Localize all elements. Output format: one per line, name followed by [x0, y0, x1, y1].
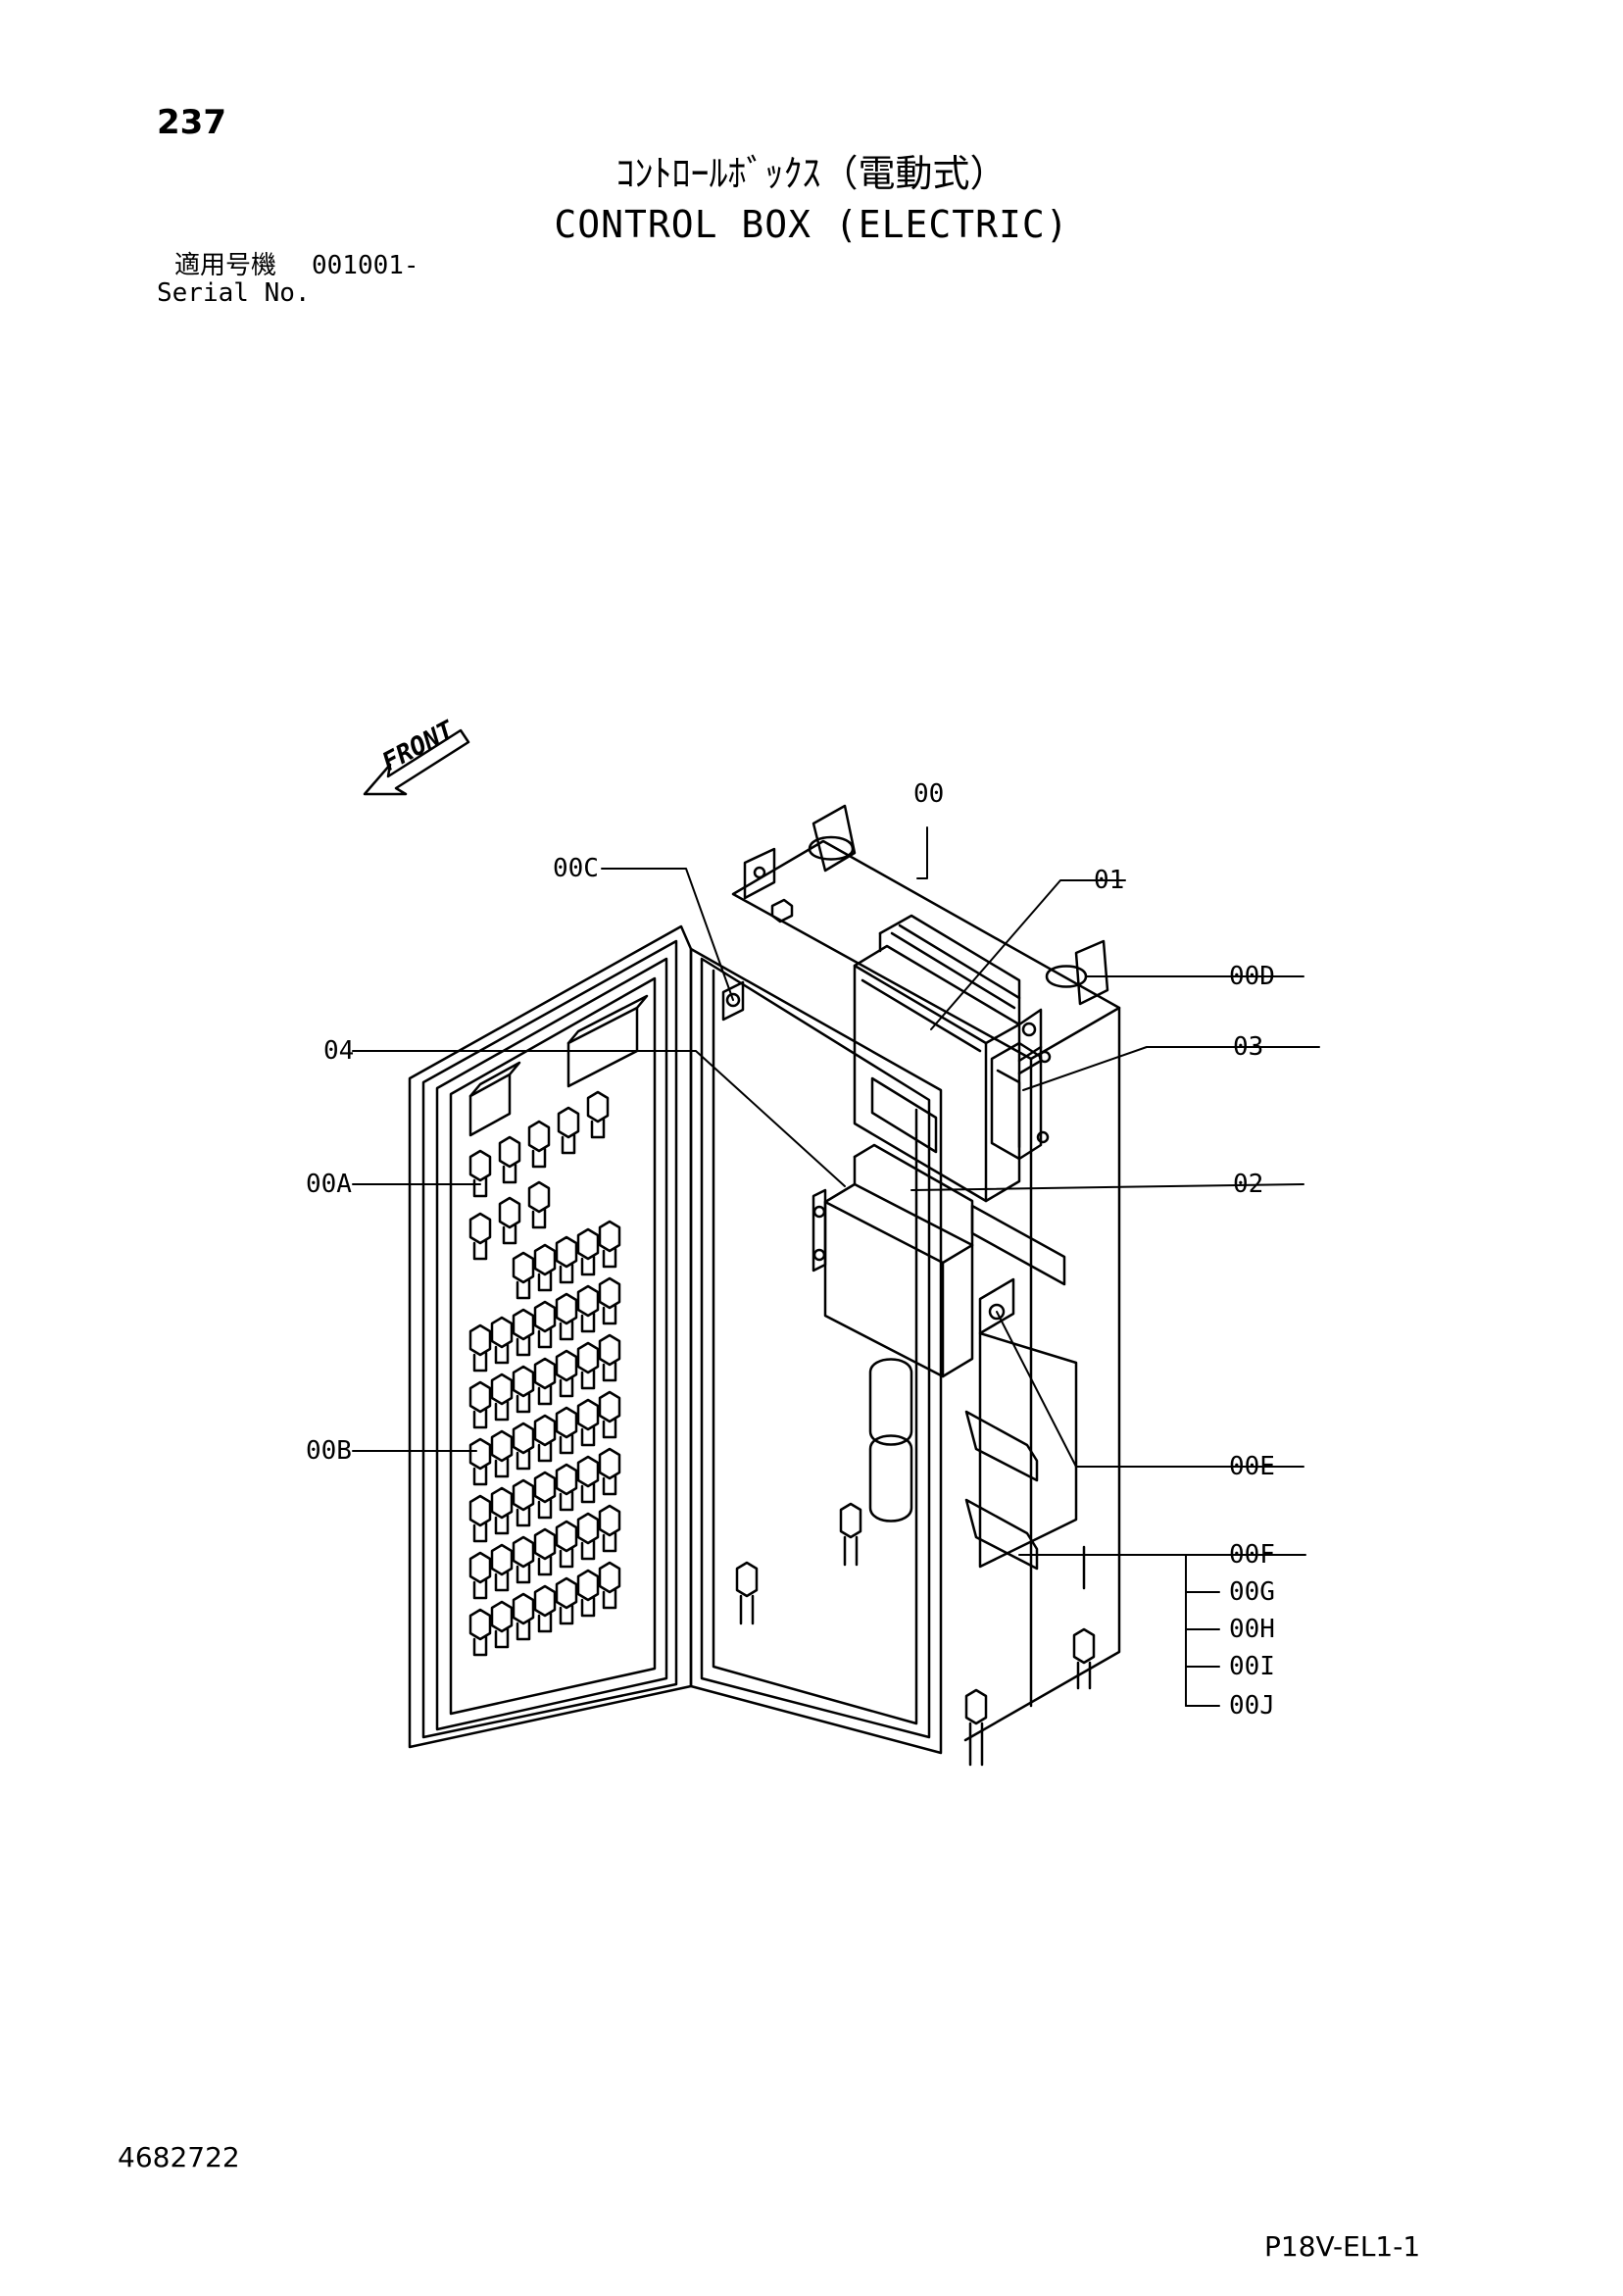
- callout-00I: 00I: [1229, 1652, 1275, 1681]
- connector-plug: [576, 1512, 600, 1561]
- connector-plug: [533, 1471, 557, 1520]
- connector-plug: [512, 1592, 535, 1641]
- callout-03: 03: [1233, 1032, 1263, 1062]
- connector-plug: [527, 1120, 551, 1169]
- drawing-number: 4682722: [118, 2141, 240, 2173]
- controller-unit: [853, 914, 1043, 1203]
- connector-plug: [533, 1584, 557, 1633]
- connector-plug: [576, 1284, 600, 1333]
- connector-plug: [498, 1135, 521, 1184]
- connector-plug: [555, 1576, 578, 1625]
- connector-plug: [598, 1561, 621, 1610]
- connector-plug: [555, 1235, 578, 1284]
- serial-label-english: Serial No.: [157, 278, 311, 308]
- terminal-board: [868, 1204, 1078, 1571]
- connector-plug: [490, 1543, 514, 1592]
- bottom-mounting-studs: [735, 1502, 1096, 1767]
- connector-plug: [576, 1455, 600, 1504]
- callout-leader-lines: [352, 826, 1320, 1707]
- connector-plug: [512, 1365, 535, 1414]
- connector-plug: [512, 1251, 535, 1300]
- connector-plug: [555, 1292, 578, 1341]
- connector-plug: [533, 1300, 557, 1349]
- callout-01: 01: [1094, 866, 1124, 895]
- connector-plug: [533, 1357, 557, 1406]
- connector-plug: [576, 1341, 600, 1390]
- connector-plug: [598, 1390, 621, 1439]
- connector-plug: [555, 1406, 578, 1455]
- connector-plug: [598, 1504, 621, 1553]
- connector-plug: [555, 1520, 578, 1569]
- page-code: P18V-EL1-1: [1264, 2230, 1421, 2263]
- connector-plug: [527, 1180, 551, 1229]
- connector-plug: [598, 1333, 621, 1382]
- connector-plug: [468, 1323, 492, 1373]
- callout-00J: 00J: [1229, 1691, 1275, 1721]
- connector-plug: [533, 1414, 557, 1463]
- connector-plug: [576, 1569, 600, 1618]
- serial-number-range: 001001-: [312, 251, 419, 280]
- connector-plug: [490, 1316, 514, 1365]
- connector-plug: [512, 1535, 535, 1584]
- cabinet-door: [408, 924, 693, 1749]
- callout-00: 00: [913, 779, 944, 809]
- connector-plug: [498, 1196, 521, 1245]
- connector-plug: [490, 1600, 514, 1649]
- relay-module: [990, 1022, 1052, 1161]
- connector-plug: [468, 1608, 492, 1657]
- callout-00G: 00G: [1229, 1577, 1275, 1607]
- connector-plug: [598, 1447, 621, 1496]
- connector-plug: [576, 1227, 600, 1276]
- connector-plug: [555, 1463, 578, 1512]
- serial-label-japanese: 適用号機: [174, 251, 277, 280]
- connector-plug: [512, 1478, 535, 1527]
- connector-plug: [555, 1349, 578, 1398]
- connector-plug: [512, 1422, 535, 1471]
- connector-plug: [468, 1212, 492, 1261]
- door-connectors: [468, 1090, 621, 1657]
- connector-plug: [512, 1308, 535, 1357]
- connector-plug: [598, 1220, 621, 1269]
- connector-plug: [598, 1276, 621, 1325]
- connector-plug: [557, 1106, 580, 1155]
- callout-04: 04: [323, 1036, 354, 1066]
- front-direction-arrow: FRONT: [363, 715, 470, 796]
- connector-plug: [468, 1149, 492, 1198]
- title-japanese: ｺﾝﾄﾛｰﾙﾎﾞｯｸｽ（電動式）: [615, 152, 1008, 195]
- connector-plug: [490, 1486, 514, 1535]
- callout-00E: 00E: [1229, 1452, 1275, 1481]
- callout-00B: 00B: [306, 1436, 352, 1466]
- connector-plug: [586, 1090, 610, 1139]
- connector-plug: [468, 1437, 492, 1486]
- callout-02: 02: [1233, 1170, 1263, 1199]
- page-number: 237: [157, 103, 226, 142]
- callout-00H: 00H: [1229, 1615, 1275, 1644]
- connector-plug: [533, 1243, 557, 1292]
- connector-plug: [468, 1380, 492, 1429]
- callout-00D: 00D: [1229, 962, 1275, 991]
- connector-plug: [468, 1551, 492, 1600]
- callout-labels: 00 00C 01 00D 04 03 00A 02 00B 00E 00F 0…: [306, 779, 1275, 1721]
- callout-00A: 00A: [306, 1170, 352, 1199]
- callout-00F: 00F: [1229, 1540, 1275, 1570]
- connector-plug: [533, 1527, 557, 1576]
- callout-00C: 00C: [553, 854, 599, 883]
- connector-plug: [490, 1373, 514, 1422]
- front-label: FRONT: [377, 715, 460, 777]
- connector-plug: [576, 1398, 600, 1447]
- connector-plug: [468, 1494, 492, 1543]
- title-english: CONTROL BOX (ELECTRIC): [554, 203, 1069, 246]
- connector-plug: [490, 1429, 514, 1478]
